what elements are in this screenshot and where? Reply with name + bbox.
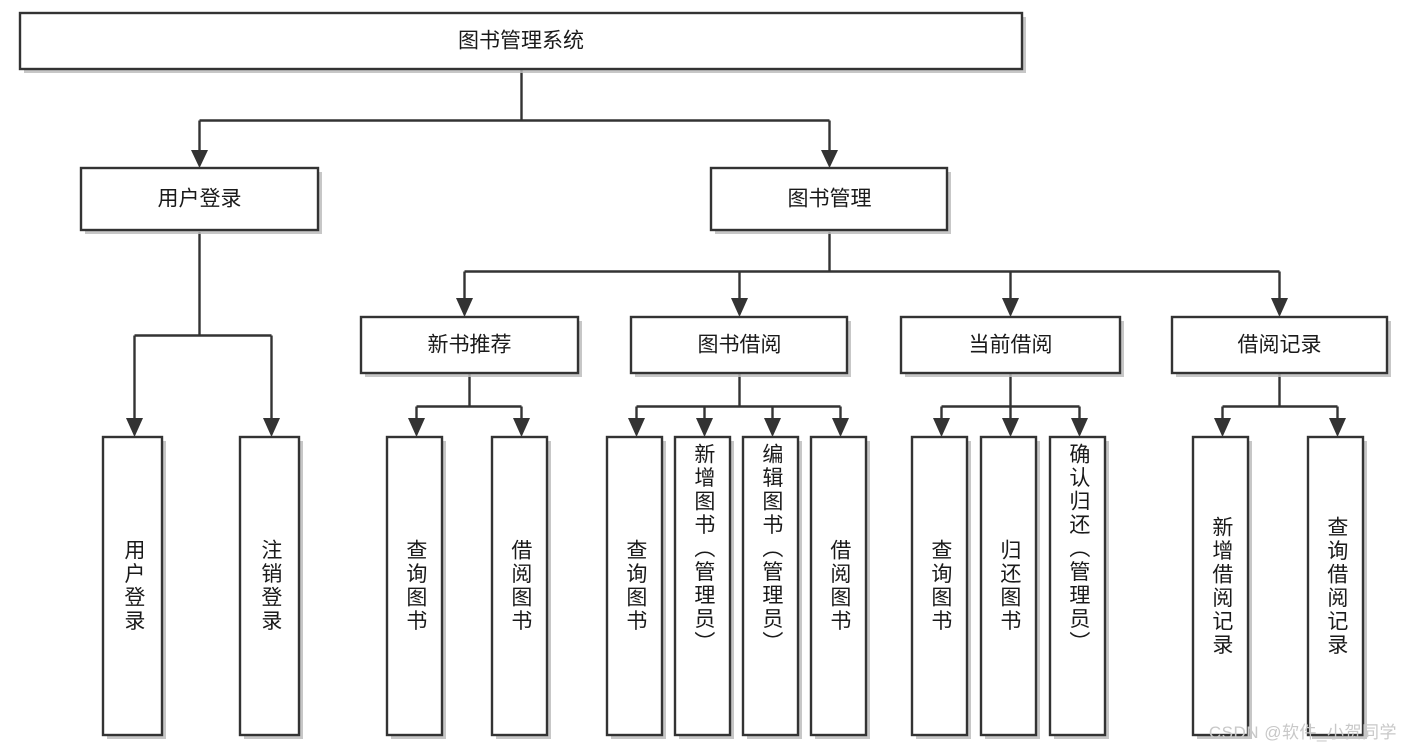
arrowhead-leaf-logout-login (263, 418, 280, 437)
node-box-leaf-query-book-2[interactable] (605, 435, 664, 737)
node-label-user-login: 用户登录 (158, 188, 242, 211)
arrowhead-leaf-confirm-return (1071, 418, 1088, 437)
node-box-leaf-borrow-book-2[interactable] (809, 435, 868, 737)
node-box-borrow-record[interactable] (1170, 315, 1389, 375)
arrowhead-leaf-return-book (1002, 418, 1019, 437)
arrowhead-leaf-edit-book (764, 418, 781, 437)
arrowhead-leaf-user-login (126, 418, 143, 437)
node-box-leaf-query-book-3[interactable] (910, 435, 969, 737)
node-label-title: 图书管理系统 (458, 30, 584, 53)
node-box-leaf-query-record[interactable] (1306, 435, 1365, 737)
node-box-leaf-confirm-return[interactable] (1048, 435, 1107, 737)
node-label-borrow-record: 借阅记录 (1238, 334, 1322, 357)
node-layer: 图书管理系统 用户登录 图书管理 新书推荐 图书借阅 当前借阅 借阅记录 (18, 11, 1391, 739)
node-box-leaf-add-record[interactable] (1191, 435, 1250, 737)
node-label-book-borrow: 图书借阅 (698, 334, 782, 357)
arrowhead-leaf-add-book (696, 418, 713, 437)
node-box-leaf-logout-login[interactable] (238, 435, 301, 737)
connector-layer (126, 69, 1346, 437)
node-box-title[interactable] (18, 11, 1024, 71)
node-box-book-borrow[interactable] (629, 315, 849, 375)
arrowhead-current-borrow (1002, 298, 1019, 317)
arrowhead-book-borrow (731, 298, 748, 317)
arrowhead-leaf-query-record (1329, 418, 1346, 437)
node-box-leaf-query-book-1[interactable] (385, 435, 444, 737)
node-label-current-borrow: 当前借阅 (969, 334, 1053, 357)
arrowhead-new-book-recommend (456, 298, 473, 317)
node-box-leaf-return-book[interactable] (979, 435, 1038, 737)
arrowhead-leaf-query-book-3 (933, 418, 950, 437)
node-box-current-borrow[interactable] (899, 315, 1122, 375)
arrowhead-borrow-record (1271, 298, 1288, 317)
node-box-leaf-add-book[interactable] (673, 435, 732, 737)
arrowhead-leaf-borrow-book-2 (832, 418, 849, 437)
node-box-leaf-edit-book[interactable] (741, 435, 800, 737)
arrowhead-book-management (821, 150, 838, 168)
node-label-book-management: 图书管理 (788, 188, 872, 211)
node-label-new-book-recommend: 新书推荐 (428, 334, 512, 357)
arrowhead-leaf-add-record (1214, 418, 1231, 437)
node-box-new-book-recommend[interactable] (359, 315, 580, 375)
arrowhead-leaf-query-book-1 (408, 418, 425, 437)
node-box-leaf-user-login[interactable] (101, 435, 164, 737)
arrowhead-user-login (191, 150, 208, 168)
arrowhead-leaf-borrow-book-1 (513, 418, 530, 437)
node-box-leaf-borrow-book-1[interactable] (490, 435, 549, 737)
node-box-book-management[interactable] (709, 166, 949, 232)
node-box-user-login[interactable] (79, 166, 320, 232)
arrowhead-leaf-query-book-2 (628, 418, 645, 437)
watermark-text: CSDN @软件_小贺同学 (1208, 723, 1397, 742)
